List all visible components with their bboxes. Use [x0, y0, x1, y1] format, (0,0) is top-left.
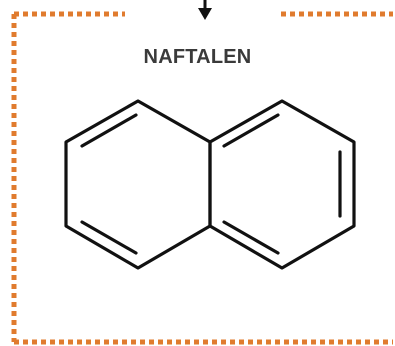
- dotted-frame: [11, 11, 393, 345]
- right-ring: [208, 99, 356, 270]
- naphthalene-structure: [64, 99, 356, 270]
- down-arrow-icon: [198, 0, 212, 20]
- double-bond: [80, 220, 138, 255]
- left-ring: [64, 99, 212, 270]
- double-bond: [222, 113, 280, 148]
- page-title: NAFTALEN: [143, 46, 252, 68]
- double-bond: [222, 220, 280, 255]
- double-bond: [80, 113, 138, 148]
